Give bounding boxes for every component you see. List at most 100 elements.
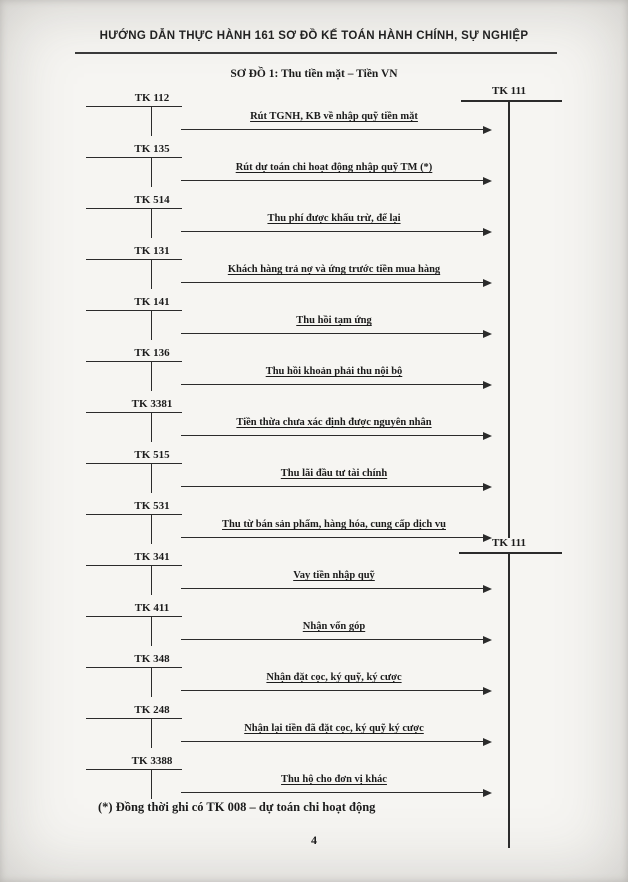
page-header: HƯỚNG DẪN THỰC HÀNH 161 SƠ ĐỒ KẾ TOÁN HÀ…	[99, 30, 529, 42]
diagram-row: TK 514 Thu phí được khấu trừ, để lại	[0, 194, 628, 245]
account-stem	[151, 463, 153, 493]
account-label: TK 341	[134, 551, 170, 563]
page-number: 4	[311, 833, 317, 847]
account-stem	[151, 412, 153, 442]
arrow-head-icon	[483, 737, 492, 746]
account-label: TK 3388	[131, 755, 173, 767]
flow-label: Khách hàng trả nợ và ứng trước tiền mua …	[227, 264, 441, 275]
account-label: TK 141	[134, 296, 170, 308]
account-top-line	[86, 463, 182, 465]
diagram-row: TK 141 Thu hồi tạm ứng	[0, 296, 628, 347]
arrow-head-icon	[483, 227, 492, 236]
arrow-line	[181, 792, 484, 794]
arrow-head-icon	[483, 380, 492, 389]
diagram-row: TK 135 Rút dự toán chi hoạt động nhập qu…	[0, 143, 628, 194]
account-stem	[151, 361, 153, 391]
arrow-line	[181, 639, 484, 641]
diagram-row: TK 136 Thu hồi khoản phải thu nội bộ	[0, 347, 628, 398]
diagram-row: TK 131 Khách hàng trả nợ và ứng trước ti…	[0, 245, 628, 296]
account-top-line	[86, 208, 182, 210]
account-stem	[151, 718, 153, 748]
diagram-row: TK 341 Vay tiền nhập quỹ	[0, 551, 628, 602]
arrow-line	[181, 537, 484, 539]
account-stem	[151, 208, 153, 238]
arrow-line	[181, 282, 484, 284]
arrow-head-icon	[483, 635, 492, 644]
account-label: TK 135	[134, 143, 170, 155]
account-stem	[151, 259, 153, 289]
flow-label: Thu từ bán sản phẩm, hàng hóa, cung cấp …	[222, 519, 446, 530]
account-stem	[151, 157, 153, 187]
flow-label: Rút TGNH, KB về nhập quỹ tiền mặt	[250, 111, 418, 122]
account-top-line	[86, 565, 182, 567]
account-top-line	[86, 412, 182, 414]
account-label: TK 131	[134, 245, 170, 257]
right-account-top-label: TK 111	[492, 85, 526, 97]
arrow-head-icon	[483, 125, 492, 134]
diagram-row: TK 3388 Thu hộ cho đơn vị khác	[0, 755, 628, 806]
right-account-top-line	[461, 100, 562, 102]
diagram-title: SƠ ĐỒ 1: Thu tiền mặt – Tiền VN	[230, 68, 398, 80]
flow-label: Thu lãi đầu tư tài chính	[280, 468, 388, 479]
arrow-head-icon	[483, 686, 492, 695]
diagram-row: TK 248 Nhận lại tiền đã đặt cọc, ký quỹ …	[0, 704, 628, 755]
arrow-head-icon	[483, 788, 492, 797]
account-top-line	[86, 310, 182, 312]
right-account-bottom-label: TK 111	[492, 537, 526, 549]
arrow-head-icon	[483, 584, 492, 593]
right-account-top-stem	[508, 100, 510, 538]
account-label: TK 3381	[131, 398, 173, 410]
arrow-head-icon	[483, 533, 492, 542]
account-top-line	[86, 157, 182, 159]
account-top-line	[86, 616, 182, 618]
diagram-row: TK 3381 Tiền thừa chưa xác định được ngu…	[0, 398, 628, 449]
account-label: TK 248	[134, 704, 170, 716]
account-top-line	[86, 106, 182, 108]
right-account-bottom-stem	[508, 552, 510, 848]
arrow-head-icon	[483, 482, 492, 491]
right-account-bottom-line	[459, 552, 562, 554]
account-stem	[151, 667, 153, 697]
arrow-head-icon	[483, 431, 492, 440]
diagram-row: TK 411 Nhận vốn góp	[0, 602, 628, 653]
arrow-head-icon	[483, 329, 492, 338]
arrow-line	[181, 180, 484, 182]
flow-label: Nhận lại tiền đã đặt cọc, ký quỹ ký cược	[244, 723, 424, 734]
flow-label: Vay tiền nhập quỹ	[293, 570, 375, 581]
arrow-line	[181, 435, 484, 437]
flow-label: Thu hồi khoản phải thu nội bộ	[265, 366, 403, 377]
arrow-line	[181, 741, 484, 743]
header-rule	[75, 52, 557, 54]
flow-label: Nhận đặt cọc, ký quỹ, ký cược	[266, 672, 402, 683]
account-label: TK 531	[134, 500, 170, 512]
account-stem	[151, 514, 153, 544]
arrow-line	[181, 129, 484, 131]
account-label: TK 411	[134, 602, 170, 614]
diagram-row: TK 531 Thu từ bán sản phẩm, hàng hóa, cu…	[0, 500, 628, 551]
account-label: TK 136	[134, 347, 170, 359]
flow-label: Thu phí được khấu trừ, để lại	[267, 213, 401, 224]
diagram-row: TK 515 Thu lãi đầu tư tài chính	[0, 449, 628, 500]
arrow-line	[181, 333, 484, 335]
diagram-row: TK 112 Rút TGNH, KB về nhập quỹ tiền mặt	[0, 92, 628, 143]
account-top-line	[86, 259, 182, 261]
arrow-line	[181, 486, 484, 488]
arrow-head-icon	[483, 176, 492, 185]
account-stem	[151, 565, 153, 595]
arrow-line	[181, 588, 484, 590]
flow-label: Thu hồi tạm ứng	[296, 315, 372, 326]
flow-label: Thu hộ cho đơn vị khác	[281, 774, 387, 785]
account-label: TK 112	[134, 92, 170, 104]
account-stem	[151, 769, 153, 799]
account-stem	[151, 106, 153, 136]
footnote: (*) Đồng thời ghi có TK 008 – dự toán ch…	[98, 800, 376, 814]
arrow-head-icon	[483, 278, 492, 287]
arrow-line	[181, 231, 484, 233]
flow-label: Tiền thừa chưa xác định được nguyên nhân	[236, 417, 432, 428]
account-stem	[151, 616, 153, 646]
account-top-line	[86, 514, 182, 516]
account-label: TK 348	[134, 653, 170, 665]
account-label: TK 515	[134, 449, 170, 461]
arrow-line	[181, 690, 484, 692]
